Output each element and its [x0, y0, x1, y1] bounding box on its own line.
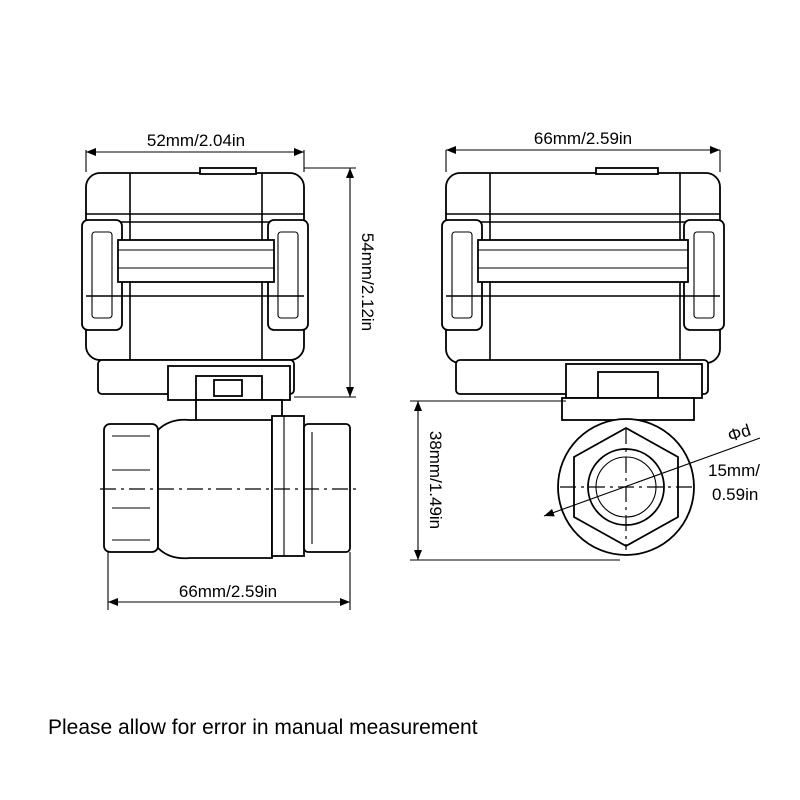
pipe-port-side	[557, 418, 695, 556]
label-right-pipe-height: 38mm/1.49in	[426, 431, 445, 529]
label-diameter-line1: 15mm/	[708, 461, 760, 480]
actuator-housing-front	[81, 167, 309, 395]
actuator-housing-side	[441, 167, 725, 395]
dimension-left-width: 52mm/2.04in	[85, 131, 305, 172]
measurement-note: Please allow for error in manual measure…	[48, 716, 478, 739]
label-left-height: 54mm/2.12in	[358, 233, 377, 331]
stem-coupling-front	[167, 365, 291, 423]
label-left-width: 52mm/2.04in	[147, 131, 245, 150]
dimension-diameter: Φd 15mm/ 0.59in	[543, 421, 760, 517]
dimension-left-height: 54mm/2.12in	[294, 167, 377, 398]
label-right-width: 66mm/2.59in	[534, 129, 632, 148]
dimension-left-body-length: 66mm/2.59in	[107, 552, 351, 610]
label-left-body-length: 66mm/2.59in	[179, 582, 277, 601]
stem-coupling-side	[561, 363, 703, 421]
label-diameter-line2: 0.59in	[712, 485, 758, 504]
dimension-right-pipe-height: 38mm/1.49in	[410, 400, 620, 561]
front-view: 52mm/2.04in 54mm/2.12in 66mm/2.59in	[81, 131, 377, 610]
dimension-right-width: 66mm/2.59in	[445, 129, 721, 172]
valve-body-front	[100, 415, 356, 560]
side-view: 66mm/2.59in 38mm/1.49in Φd 15mm/ 0.59in	[410, 129, 760, 561]
